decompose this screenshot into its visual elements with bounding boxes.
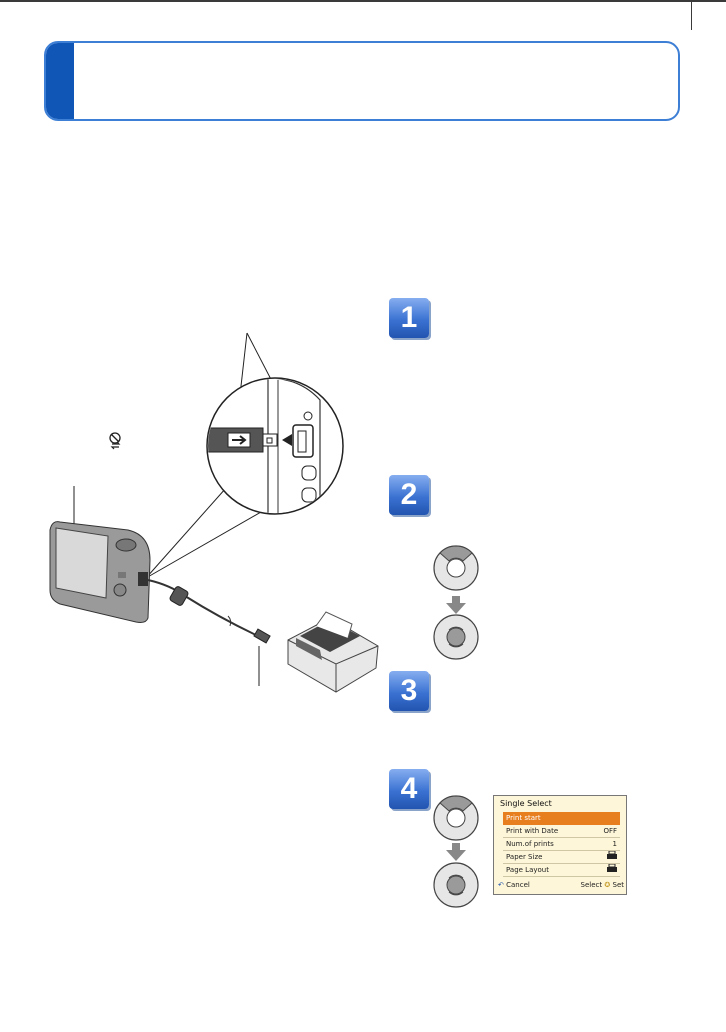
connect-disabled-icon (106, 430, 126, 450)
down-arrow-icon (446, 596, 466, 614)
lcd-row-print-start[interactable]: Print start (503, 812, 620, 825)
step-3-badge: 3 (389, 671, 429, 711)
lcd-select-set: Select ✪ Set (581, 881, 624, 889)
step-2-badge: 2 (389, 475, 429, 515)
lcd-row-label: Print start (506, 814, 541, 822)
printer-icon (607, 850, 617, 863)
dpad-up-icon (433, 795, 479, 841)
lcd-cancel[interactable]: ↶ Cancel (498, 881, 530, 889)
top-rule (0, 0, 726, 2)
step-1-badge: 1 (389, 298, 429, 338)
lcd-footer: ↶ Cancel Select ✪ Set (498, 881, 624, 891)
lcd-row-print-with-date[interactable]: Print with Date OFF (503, 825, 620, 838)
dpad-center-icon (433, 614, 479, 660)
lcd-row-paper-size[interactable]: Paper Size (503, 850, 620, 864)
lcd-row-value: OFF (603, 827, 617, 835)
dpad-mini-icon: ✪ (604, 881, 611, 889)
lcd-set-label: Set (612, 881, 625, 889)
corner-rule (691, 0, 692, 30)
camera-lcd-screen: Single Select Print start Print with Dat… (493, 795, 627, 895)
section-header (44, 41, 680, 121)
return-icon: ↶ (498, 881, 504, 889)
lcd-row-value: 1 (612, 840, 617, 848)
lcd-row-label: Page Layout (506, 866, 549, 874)
lcd-title: Single Select (500, 799, 552, 808)
header-tab (46, 43, 74, 119)
lcd-row-label: Paper Size (506, 853, 543, 861)
dpad-up-icon (433, 545, 479, 591)
step-4-badge: 4 (389, 769, 429, 809)
down-arrow-icon (446, 843, 466, 861)
printer-icon (607, 863, 617, 876)
lcd-row-label: Print with Date (506, 827, 559, 835)
lcd-row-num-of-prints[interactable]: Num.of prints 1 (503, 838, 620, 851)
lcd-row-label: Num.of prints (506, 840, 554, 848)
lcd-row-page-layout[interactable]: Page Layout (503, 863, 620, 877)
lcd-select-label: Select (580, 881, 603, 889)
lcd-cancel-label: Cancel (506, 881, 530, 889)
dpad-center-icon (433, 862, 479, 908)
